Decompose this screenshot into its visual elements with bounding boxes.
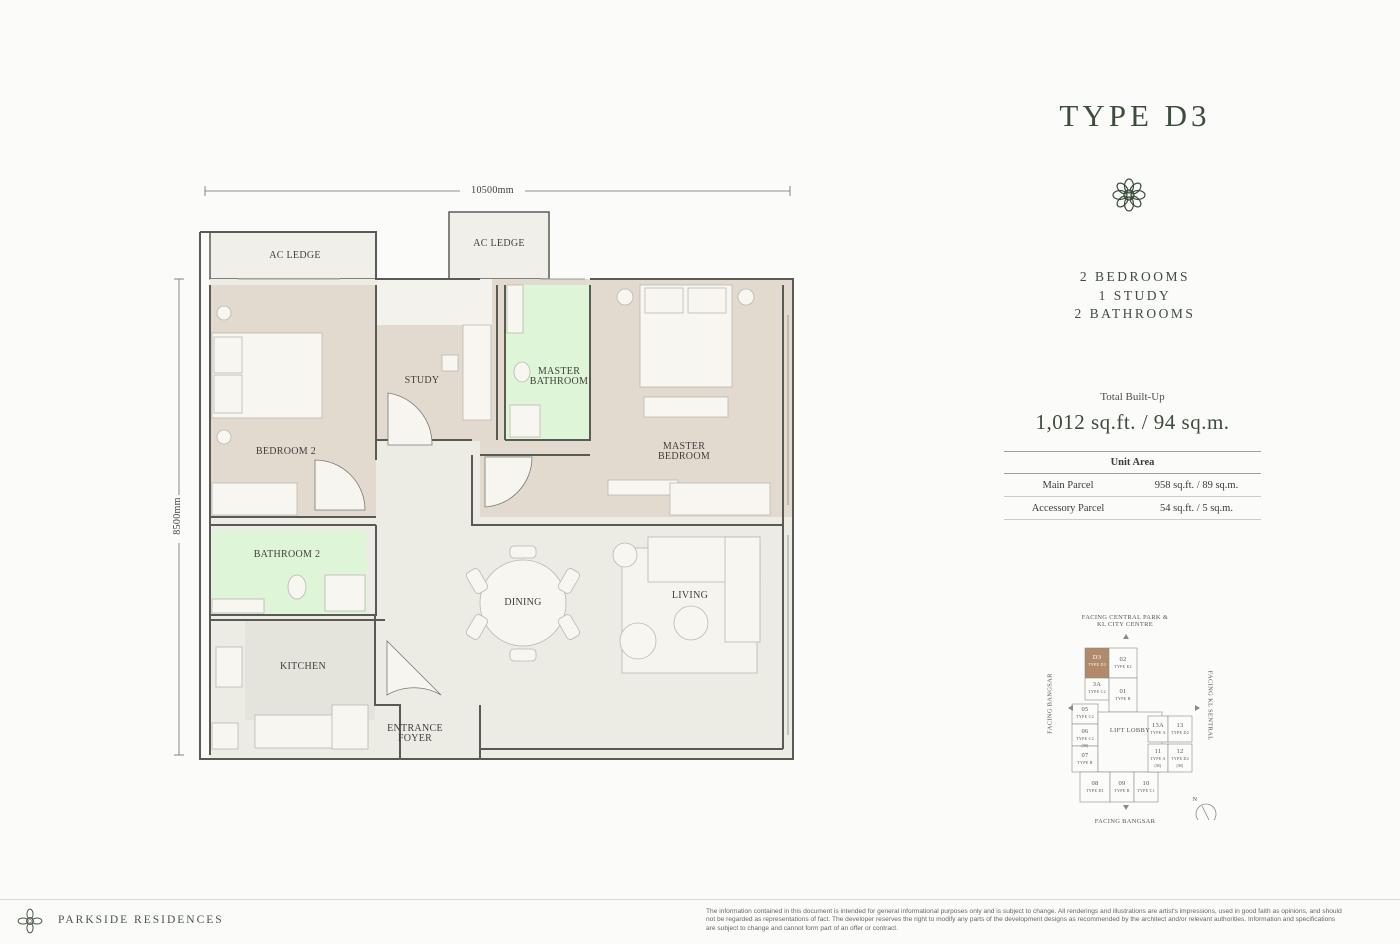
master-bathroom-label: MASTER BATHROOM [529,366,589,387]
study-label: STUDY [404,375,440,386]
ac-ledge-right-label: AC LEDGE [473,238,525,249]
windows [238,278,789,735]
floor-plan-drawing [174,186,794,760]
arrow-right-icon [1195,705,1200,711]
room-summary-bedrooms: 2 BEDROOMS [1079,269,1191,284]
arrow-up-icon [1123,634,1129,639]
disclaimer-text: The information contained in this docume… [706,908,1342,932]
brand-name: PARKSIDE RESIDENCES [58,914,224,926]
kitchen-floor [245,620,375,720]
bedroom2-wardrobe [211,482,298,516]
unit-type-title: TYPE D3 [1059,98,1211,133]
footer-divider [0,899,1400,900]
room-summary: 2 BEDROOMS 1 STUDY 2 BATHROOMS [1030,268,1240,324]
key-plan-drawing [1068,634,1217,820]
emblem-icon [1112,178,1146,212]
living-label: LIVING [671,590,709,601]
ac-ledge-left-label: AC LEDGE [269,250,321,261]
unit-area-table: Unit Area Main Parcel 958 sq.ft. / 89 sq… [1004,451,1261,520]
arrow-left-icon [1068,705,1073,711]
key-plan: FACING CENTRAL PARK & KL CITY CENTRE FAC… [1040,610,1230,830]
kitchen-label: KITCHEN [280,661,326,672]
key-plan-north: N [1192,796,1198,803]
floor-plan: 10500mm 8500mm AC LEDGE AC LEDGE STUDY M… [170,175,810,775]
accessory-parcel-label: Accessory Parcel [1031,502,1105,514]
key-plan-top-label: FACING CENTRAL PARK & KL CITY CENTRE [1081,614,1169,628]
compass-icon [1195,803,1217,820]
dining-label: DINING [504,597,542,608]
key-plan-lift-lobby: LIFT LOBBY [1109,727,1151,734]
unit-area-header: Unit Area [1004,451,1261,474]
bathroom2-label: BATHROOM 2 [253,549,321,560]
master-wardrobe [669,482,771,516]
master-bedroom-label: MASTER BEDROOM [657,441,711,462]
dining-table [479,559,567,647]
built-up-value: 1,012 sq.ft. / 94 sq.m. [1035,410,1230,434]
furniture [211,284,771,750]
accessory-parcel-value: 54 sq.ft. / 5 sq.m. [1160,502,1233,514]
table-row: Accessory Parcel 54 sq.ft. / 5 sq.m. [1004,497,1261,520]
built-up-label: Total Built-Up [1100,391,1165,403]
main-parcel-label: Main Parcel [1042,479,1094,491]
key-plan-bottom-label: FACING BANGSAR [1094,818,1156,825]
height-dimension: 8500mm [172,497,183,535]
ac-ledge-left-floor [209,231,377,280]
room-summary-bathrooms: 2 BATHROOMS [1074,306,1196,321]
study-entry-floor [377,279,492,325]
bedroom2-label: BEDROOM 2 [255,446,317,457]
walls [199,231,794,760]
room-summary-study: 1 STUDY [1098,287,1172,303]
arrow-down-icon [1123,805,1129,810]
entrance-foyer-label: ENTRANCE FOYER [387,723,443,744]
width-dimension: 10500mm [471,185,514,196]
main-parcel-value: 958 sq.ft. / 89 sq.m. [1154,479,1239,491]
table-row: Main Parcel 958 sq.ft. / 89 sq.m. [1004,474,1261,497]
brand-logo-icon [17,908,43,934]
doors [314,392,533,696]
